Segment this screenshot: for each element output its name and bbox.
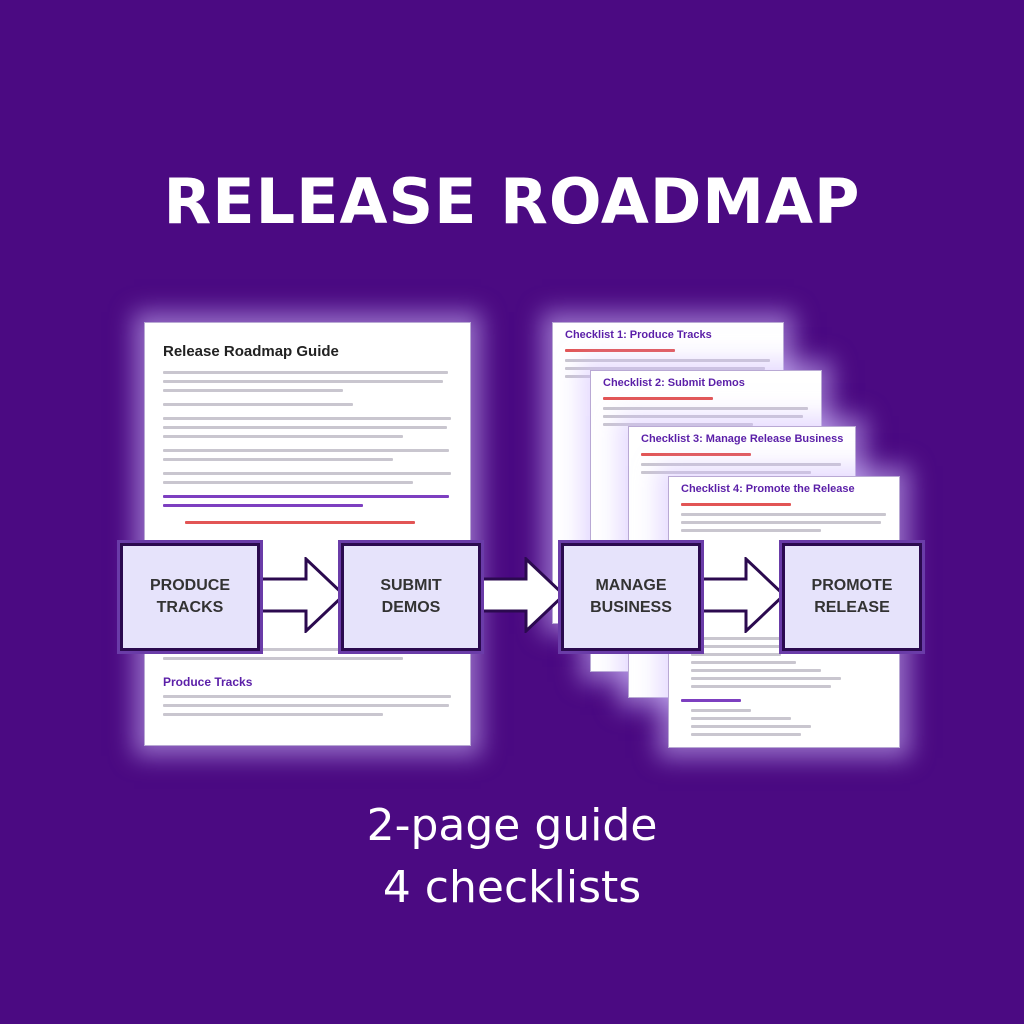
text-line bbox=[641, 453, 751, 456]
text-line bbox=[163, 472, 451, 475]
text-line bbox=[163, 389, 343, 392]
text-line bbox=[681, 513, 886, 516]
text-line bbox=[185, 521, 415, 524]
text-line bbox=[641, 463, 841, 466]
arrow-right-icon bbox=[694, 557, 786, 633]
checklist-4-title: Checklist 4: Promote the Release bbox=[681, 483, 855, 495]
text-line bbox=[565, 367, 765, 370]
text-line bbox=[565, 349, 675, 352]
text-line bbox=[691, 661, 796, 664]
text-line bbox=[603, 423, 753, 426]
text-line bbox=[603, 415, 803, 418]
step-submit-demos: SUBMIT DEMOS bbox=[341, 543, 481, 651]
text-line bbox=[691, 645, 791, 648]
text-line bbox=[163, 458, 393, 461]
text-line bbox=[163, 449, 449, 452]
text-line bbox=[163, 481, 413, 484]
text-line bbox=[691, 685, 831, 688]
text-line bbox=[691, 653, 781, 656]
step-manage-business: MANAGE BUSINESS bbox=[561, 543, 701, 651]
text-line bbox=[681, 699, 741, 702]
text-line bbox=[163, 380, 443, 383]
text-line bbox=[691, 733, 801, 736]
text-line bbox=[163, 435, 403, 438]
headline: RELEASE ROADMAP bbox=[163, 165, 861, 238]
text-line bbox=[565, 359, 770, 362]
text-line bbox=[163, 704, 449, 707]
step-promote-release: PROMOTE RELEASE bbox=[782, 543, 922, 651]
text-line bbox=[603, 407, 808, 410]
arrow-right-icon bbox=[474, 557, 566, 633]
text-line bbox=[691, 669, 821, 672]
guide-title: Release Roadmap Guide bbox=[163, 343, 339, 360]
text-line bbox=[681, 521, 881, 524]
arrow-right-icon bbox=[254, 557, 346, 633]
guide-document-preview: Release Roadmap Guide Produce Tracks bbox=[144, 322, 471, 746]
text-line bbox=[681, 529, 821, 532]
step-produce-tracks: PRODUCE TRACKS bbox=[120, 543, 260, 651]
text-line bbox=[163, 657, 403, 660]
text-line bbox=[603, 397, 713, 400]
text-line bbox=[163, 504, 363, 507]
text-line bbox=[691, 677, 841, 680]
text-line bbox=[691, 637, 801, 640]
text-line bbox=[163, 713, 383, 716]
text-line bbox=[163, 417, 451, 420]
text-line bbox=[691, 725, 811, 728]
text-line bbox=[691, 717, 791, 720]
text-line bbox=[163, 495, 449, 498]
text-line bbox=[163, 403, 353, 406]
checklist-2-title: Checklist 2: Submit Demos bbox=[603, 377, 745, 389]
text-line bbox=[691, 709, 751, 712]
text-line bbox=[163, 695, 451, 698]
text-line bbox=[163, 648, 451, 651]
text-line bbox=[163, 426, 447, 429]
subline-checklists: 4 checklists bbox=[382, 862, 642, 913]
text-line bbox=[681, 503, 791, 506]
checklist-3-title: Checklist 3: Manage Release Business bbox=[641, 433, 844, 445]
subline-guide: 2-page guide bbox=[366, 800, 658, 851]
text-line bbox=[163, 371, 448, 374]
guide-section-title: Produce Tracks bbox=[163, 675, 253, 689]
text-line bbox=[641, 471, 811, 474]
checklist-1-title: Checklist 1: Produce Tracks bbox=[565, 329, 712, 341]
